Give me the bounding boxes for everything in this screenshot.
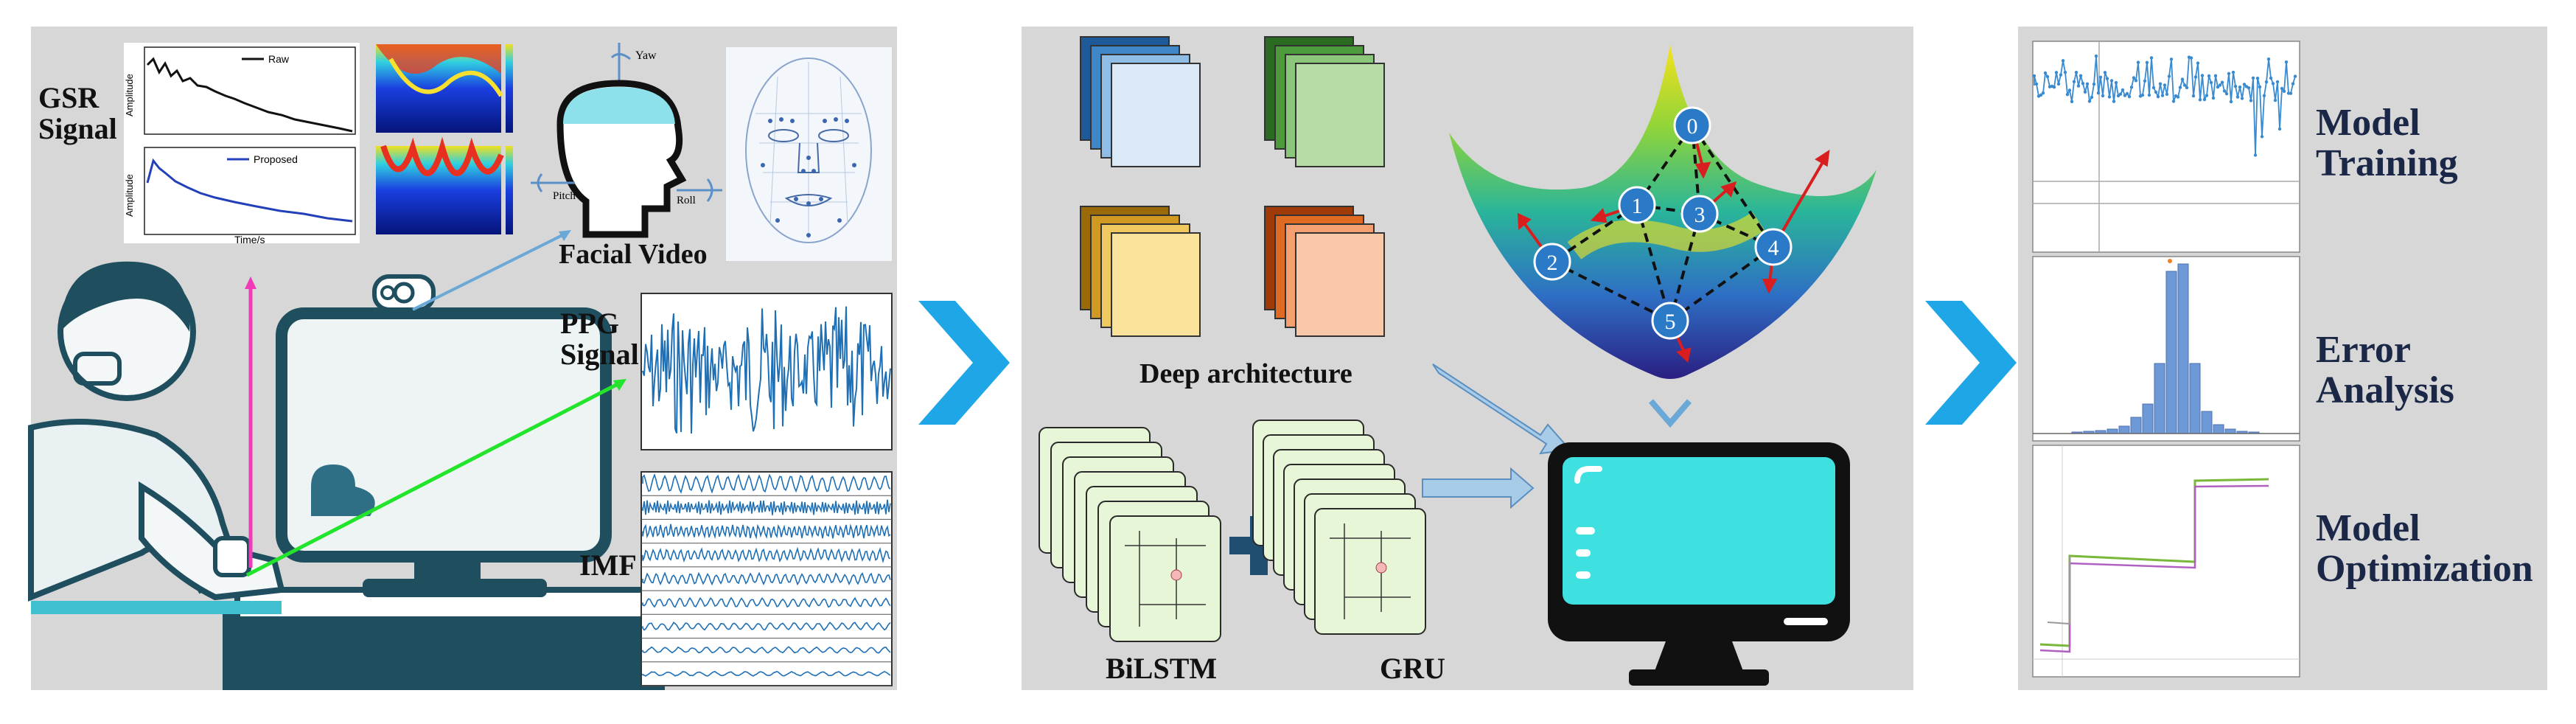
graph-node-5: 5 [1665,310,1676,334]
yaw-label: Yaw [635,49,657,62]
gsr-spectrogram [376,44,513,234]
imf-plot [640,471,893,686]
bilstm-cells [1039,427,1221,642]
loss-surface-graph: 0 1 2 3 4 5 [1449,44,1877,379]
graph-node-2: 2 [1547,251,1558,275]
gsr-xlabel: Time/s [234,234,265,246]
roll-label: Roll [677,195,696,206]
error-analysis-label: Error Analysis [2316,329,2454,411]
ppg-signal-plot [640,293,893,450]
graph-node-0: 0 [1687,114,1698,139]
imf-label: IMF [579,549,637,582]
output-monitor-icon [1548,442,1850,686]
down-chevron [1648,399,1692,428]
person-at-computer-illustration [28,261,668,690]
deep-architecture-blocks [1080,36,1385,337]
ppg-signal-label: PPG Signal [560,307,639,371]
model-training-plot [2032,41,2300,253]
facial-landmark-image [726,47,892,261]
flow-chevron-2 [1925,301,2017,425]
facial-video-label: Facial Video [559,239,708,270]
graph-node-3: 3 [1694,203,1706,227]
bilstm-label: BiLSTM [1106,652,1218,685]
model-optimization-label: Model Optimization [2316,507,2533,590]
flow-chevron-1 [918,301,1010,425]
sensor-connection-lines [245,230,626,577]
gsr-signal-plot: Raw Proposed Amplitude Amplitude Time/s [124,43,360,246]
pitch-label: Pitch [553,190,576,202]
model-training-label: Model Training [2316,102,2458,184]
gsr-ylabel-top: Amplitude [124,74,135,116]
gsr-ylabel-bottom: Amplitude [124,174,135,217]
gru-cells [1252,420,1426,635]
head-pose-icon: Yaw Pitch Roll [531,43,722,238]
model-optimization-plot [2032,445,2300,678]
graph-node-4: 4 [1768,236,1779,260]
gsr-legend-raw: Raw [268,53,290,65]
gsr-legend-proposed: Proposed [254,153,298,165]
error-analysis-histogram [2032,256,2300,442]
graph-node-1: 1 [1632,194,1643,218]
deep-architecture-label: Deep architecture [1139,358,1352,389]
gsr-signal-label: GSR Signal [38,81,117,145]
gru-label: GRU [1380,652,1445,685]
